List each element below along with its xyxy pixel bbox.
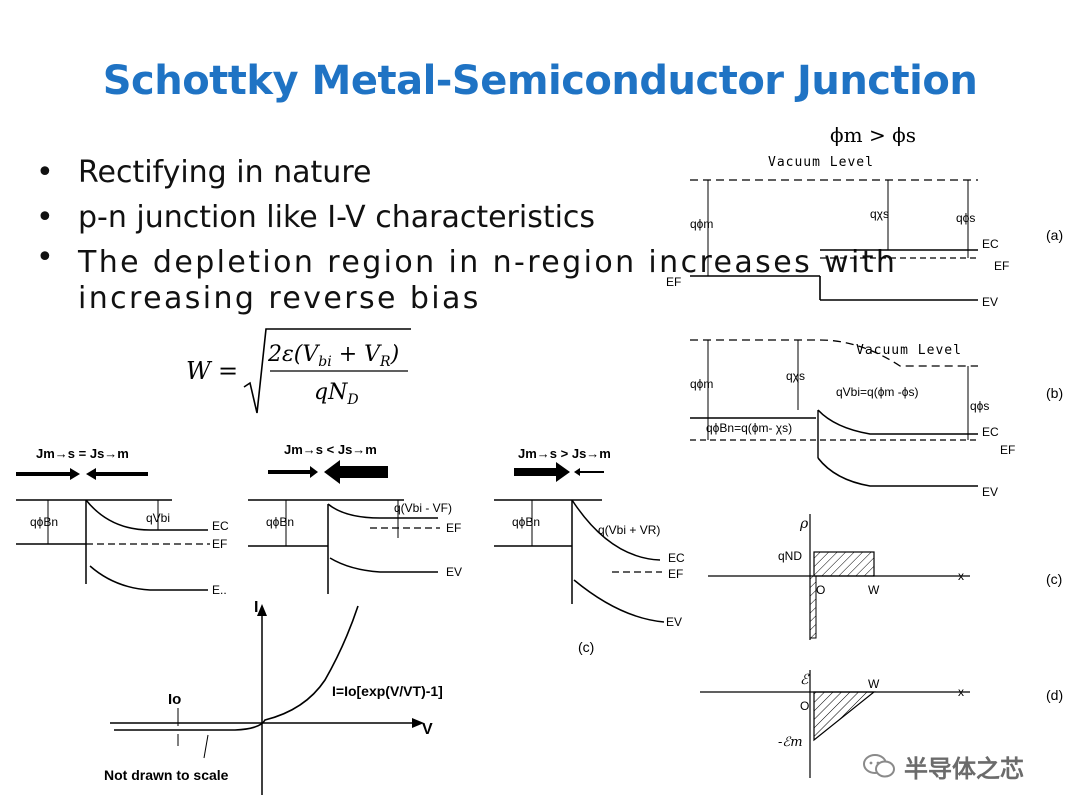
x-label-c: x	[958, 569, 964, 583]
qphis-label-b: qϕs	[970, 399, 989, 413]
watermark-text: 半导体之芯	[904, 754, 1024, 783]
i-axis-arrow	[257, 604, 267, 616]
qvbi-label-eq: qVbi	[146, 511, 170, 525]
reverse-label: Jm→s > Js→m	[518, 446, 611, 461]
forward-bias-diagram: Jm→s < Js→m qϕBn q(Vbi - VF) EF EV	[248, 442, 462, 594]
iv-curve	[114, 605, 359, 731]
i-axis-label: I	[254, 599, 258, 616]
formula-numerator: 2ε(Vbi + VR)	[267, 342, 399, 370]
qphibn-label-b: qϕBn=q(ϕm- χs)	[706, 421, 792, 435]
diagram-label-d: (d)	[1046, 687, 1063, 703]
diagram-d: ℰ W O -ℰm x (d)	[700, 670, 1063, 778]
x-label-d: x	[958, 685, 964, 699]
ef-metal-label-a: EF	[666, 275, 681, 289]
equilibrium-label: Jm→s = Js→m	[36, 446, 129, 461]
qphibn-label-eq: qϕBn	[30, 515, 58, 529]
depletion-width-formula: W = 2ε(Vbi + VR) qND	[186, 325, 416, 420]
qphibn-label-fwd: qϕBn	[266, 515, 294, 529]
em-label: -ℰm	[778, 735, 803, 750]
v-axis-label: V	[422, 721, 433, 738]
reverse-bias-diagram: Jm→s > Js→m qϕBn q(Vbi + VR) EC EF EV	[494, 446, 685, 629]
diagram-c: ρ qND O W x (c)	[708, 514, 1062, 640]
diagram-label-a: (a)	[1046, 227, 1063, 243]
page-title: Schottky Metal-Semiconductor Junction	[102, 58, 978, 104]
watermark: 半导体之芯	[862, 746, 1052, 786]
band-diagram-panel: ϕm > ϕs Vacuum Level qϕm qχs qϕs EC EF E…	[660, 118, 1080, 795]
ef-label-rev: EF	[668, 567, 683, 581]
ef-label-b: EF	[1000, 443, 1015, 457]
efield-label: ℰ	[800, 672, 810, 688]
ef-label-eq: EF	[212, 537, 227, 551]
iv-equation: I=Io[exp(V/VT)-1]	[332, 683, 443, 699]
diagram-b: Vacuum Level qϕm qχs qVbi=q(ϕm -ϕs) qϕBn…	[690, 339, 1063, 499]
ec-label-a: EC	[982, 237, 999, 251]
formula-equals: =	[218, 357, 238, 385]
ef-label-a: EF	[994, 259, 1009, 273]
qchis-label-b: qχs	[786, 369, 805, 383]
ef-label-fwd: EF	[446, 521, 461, 535]
iv-plot: I V Io I=Io[exp(V/VT)-1] Not drawn to sc…	[100, 599, 460, 805]
forward-label: Jm→s < Js→m	[284, 442, 377, 457]
bias-diagrams: Jm→s = Js→m qϕBn qVbi EC EF E.. Jm→s < J…	[0, 430, 700, 655]
vacuum-level-label-b: Vacuum Level	[856, 343, 962, 358]
diagram-label-c-bias: (c)	[578, 639, 594, 655]
qvbi-vr-label: q(Vbi + VR)	[598, 523, 660, 537]
condition-label: ϕm > ϕs	[830, 123, 916, 147]
rho-label: ρ	[799, 516, 809, 532]
diagram-a: qϕm qχs qϕs EC EF EF EV (a)	[666, 179, 1063, 309]
ev-label-b: EV	[982, 485, 998, 499]
qphim-label-a: qϕm	[690, 217, 713, 231]
ec-label-rev: EC	[668, 551, 685, 565]
qphis-label-a: qϕs	[956, 211, 975, 225]
scale-note: Not drawn to scale	[104, 767, 229, 783]
bullet-list: Rectifying in nature p-n junction like I…	[34, 150, 914, 317]
w-label-d: W	[868, 677, 880, 691]
ev-label-eq: E..	[212, 583, 227, 597]
bullet-item: The depletion region in n-region increas…	[34, 240, 914, 317]
ev-label-rev: EV	[666, 615, 682, 629]
v-axis-arrow	[412, 718, 424, 728]
qvbi-vf-label: q(Vbi - VF)	[394, 501, 452, 515]
ev-label-fwd: EV	[446, 565, 462, 579]
origin-label-c: O	[816, 583, 825, 597]
ec-label-eq: EC	[212, 519, 229, 533]
qphibn-label-rev: qϕBn	[512, 515, 540, 529]
diagram-label-c: (c)	[1046, 571, 1062, 587]
qnd-label: qND	[778, 549, 802, 563]
diagram-label-b: (b)	[1046, 385, 1063, 401]
bullet-item: Rectifying in nature	[34, 150, 914, 195]
origin-label-d: O	[800, 699, 809, 713]
vacuum-level-label-a: Vacuum Level	[768, 155, 874, 170]
equilibrium-diagram: Jm→s = Js→m qϕBn qVbi EC EF E..	[16, 446, 229, 597]
qphim-label-b: qϕm	[690, 377, 713, 391]
ec-label-b: EC	[982, 425, 999, 439]
w-label-c: W	[868, 583, 880, 597]
qvbi-label-b: qVbi=q(ϕm -ϕs)	[836, 385, 918, 399]
sqrt-sign	[243, 328, 411, 414]
qchis-label-a: qχs	[870, 207, 889, 221]
chat-bubble-icon	[863, 754, 895, 778]
bullet-item: p-n junction like I-V characteristics	[34, 195, 914, 240]
ev-label-a: EV	[982, 295, 998, 309]
io-label: Io	[168, 691, 181, 708]
formula-denominator: qND	[314, 380, 359, 408]
formula-lhs: W	[186, 357, 213, 385]
